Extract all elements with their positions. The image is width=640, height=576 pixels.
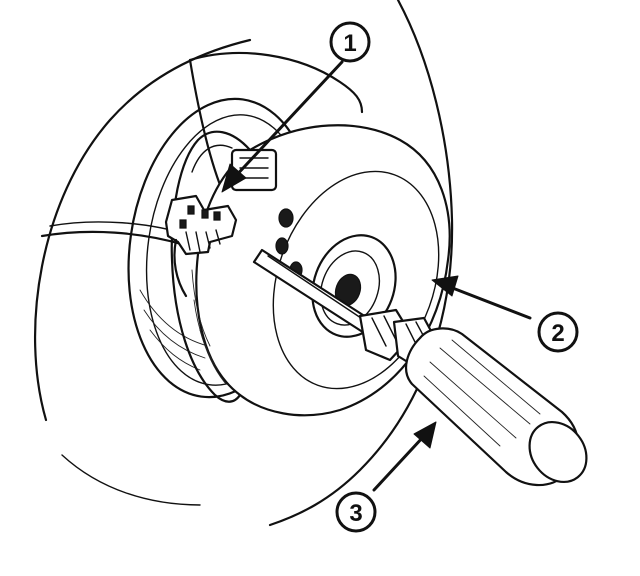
callout-1-label: 1 [343,30,356,57]
screwdriver [252,248,588,487]
callout-arrow-1 [221,60,344,193]
callout-arrow-2 [431,275,532,320]
callout-3-label: 3 [349,500,362,527]
callout-2-label: 2 [551,320,564,347]
callout-2: 2 [537,311,579,353]
callout-1: 1 [329,21,371,63]
callout-3: 3 [335,491,377,533]
callout-arrow-3 [372,421,437,492]
